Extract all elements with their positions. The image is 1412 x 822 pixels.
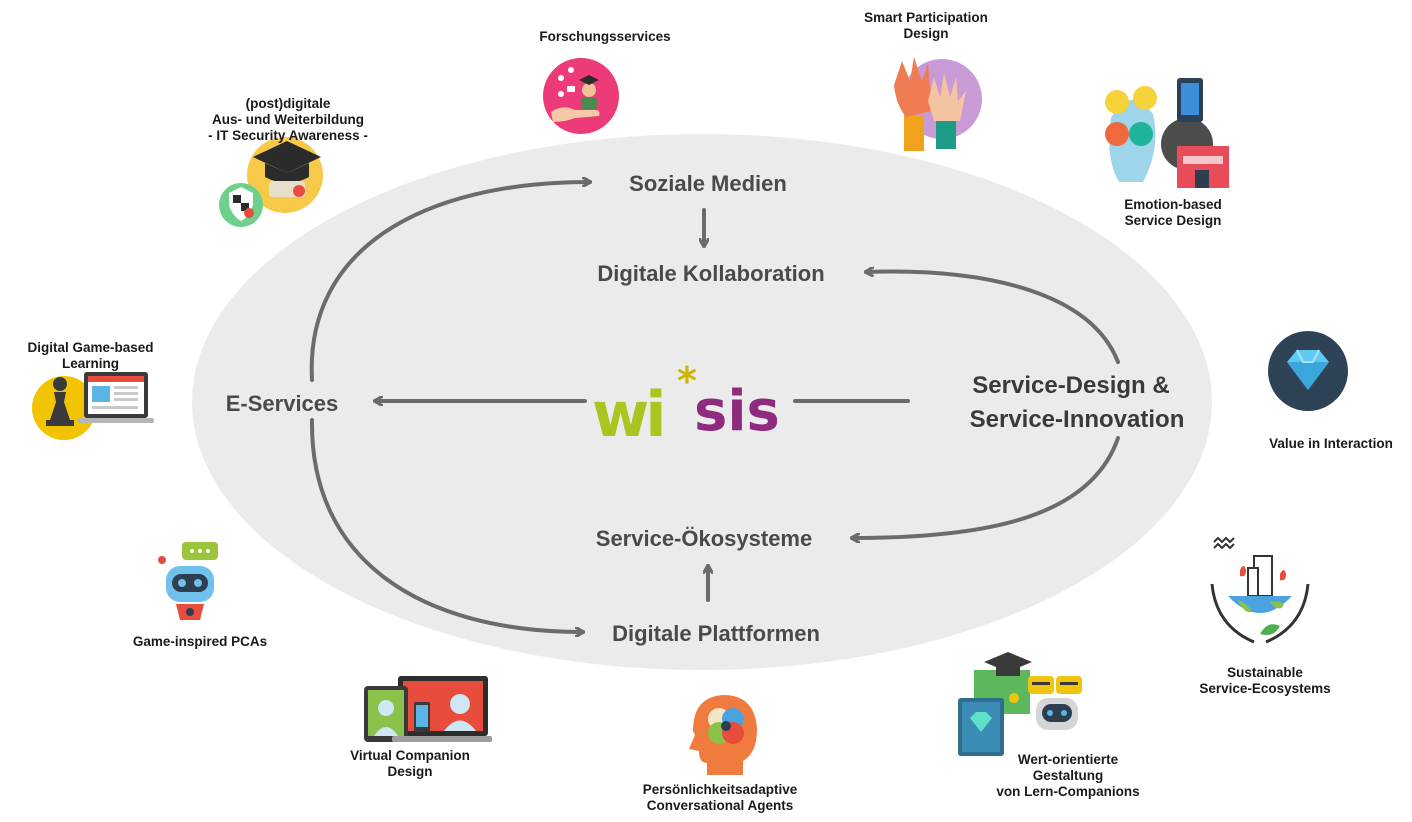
- wisis-logo: wi * sis: [592, 359, 780, 451]
- center-ellipse: [192, 134, 1212, 670]
- chess-laptop-icon: [32, 372, 154, 440]
- book-robot-cap-icon: [958, 652, 1082, 756]
- logo-wi: wi: [592, 378, 663, 451]
- label-smart-participation: Smart Participation Design: [864, 10, 988, 41]
- label-digitale-kollaboration: Digitale Kollaboration: [597, 261, 824, 286]
- label-lern-companions: Wert-orientierte Gestaltung von Lern-Com…: [996, 752, 1140, 799]
- label-digitale-plattformen: Digitale Plattformen: [612, 621, 820, 646]
- arrow-eservices-to-soziale-medien: [309, 182, 590, 382]
- arrow-eservices-to-digitale-plattformen: [309, 418, 583, 632]
- label-soziale-medien: Soziale Medien: [629, 171, 787, 196]
- arrows: [309, 182, 1120, 632]
- label-e-services: E-Services: [226, 391, 339, 416]
- label-service-design-2: Service-Innovation: [970, 406, 1185, 433]
- devices-avatar-icon: [364, 676, 492, 742]
- label-game-based-learning: Digital Game-based Learning: [27, 340, 154, 371]
- head-personality-icon: [689, 695, 757, 775]
- label-service-oekosysteme: Service-Ökosysteme: [596, 526, 812, 551]
- diamond-icon: [1268, 331, 1348, 411]
- label-value-in-interaction: Value in Interaction: [1269, 436, 1393, 451]
- graduation-cap-shield-icon: [219, 137, 323, 227]
- logo-star: *: [677, 359, 697, 403]
- label-persoenlichkeitsadaptive: Persönlichkeitsadaptive Conversational A…: [642, 782, 798, 813]
- hand-graduate-icon: [543, 58, 619, 134]
- robot-chat-icon: [158, 542, 218, 620]
- raised-hands-icon: [894, 57, 982, 151]
- label-sustainable-ecosystems: Sustainable Service-Ecosystems: [1199, 665, 1331, 696]
- emotion-faces-icon: [1105, 78, 1229, 188]
- label-virtual-companion: Virtual Companion Design: [350, 748, 470, 779]
- label-forschungsservices: Forschungsservices: [539, 29, 671, 44]
- logo-sis: sis: [694, 379, 780, 444]
- label-service-design-1: Service-Design &: [972, 372, 1169, 399]
- label-post-digitale: (post)digitale Aus- und Weiterbildung - …: [208, 96, 368, 143]
- hands-globe-icon: [1210, 536, 1310, 644]
- arrow-servicedesign-to-oekosysteme: [852, 436, 1120, 538]
- arrow-servicedesign-to-kollaboration: [866, 272, 1120, 364]
- label-game-inspired-pcas: Game-inspired PCAs: [132, 634, 268, 649]
- label-emotion-based: Emotion-based Service Design: [1124, 197, 1222, 228]
